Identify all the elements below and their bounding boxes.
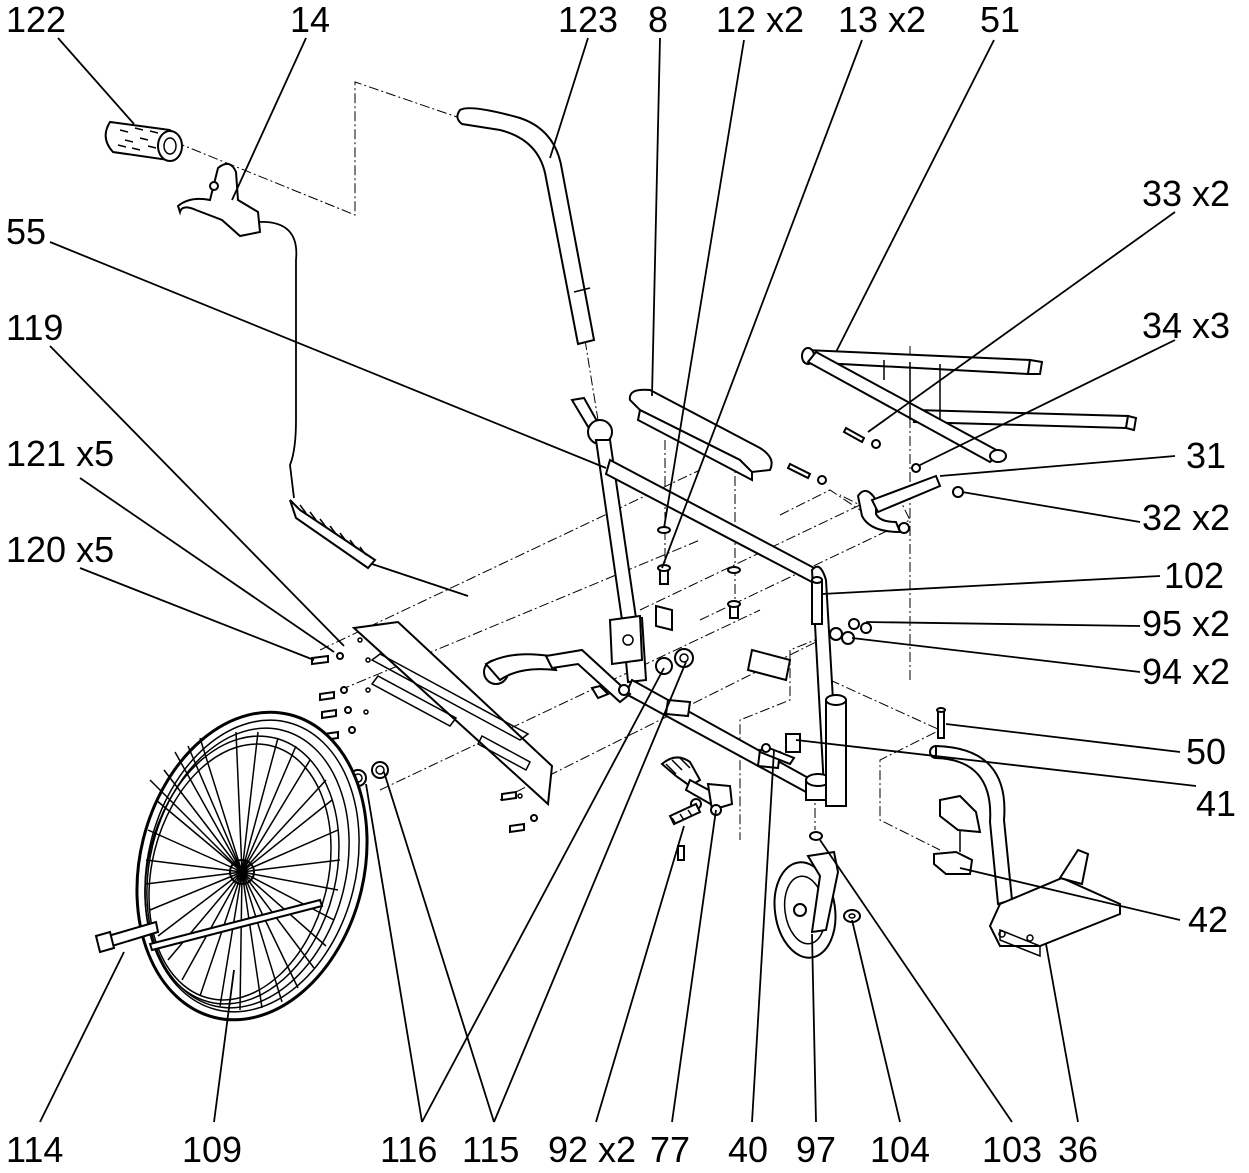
part-label-104: 104 bbox=[870, 1129, 930, 1170]
clamp-part bbox=[933, 794, 982, 875]
part-label-32: 32 x2 bbox=[1142, 497, 1230, 538]
footrest-part bbox=[929, 744, 1121, 958]
part-number-labels: 122 14 123 8 12 x2 13 x2 51 33 x2 55 34 … bbox=[6, 0, 1236, 1170]
part-label-12: 12 x2 bbox=[716, 0, 804, 40]
part-label-116: 116 bbox=[380, 1129, 437, 1170]
part-label-103: 103 bbox=[982, 1129, 1042, 1170]
wheel-lock-part bbox=[660, 756, 734, 861]
clip-part bbox=[785, 733, 801, 753]
part-label-14: 14 bbox=[290, 0, 330, 40]
part-label-94: 94 x2 bbox=[1142, 651, 1230, 692]
part-label-120: 120 x5 bbox=[6, 529, 114, 570]
part-label-36: 36 bbox=[1058, 1129, 1098, 1170]
rear-wheel-part bbox=[135, 710, 369, 1022]
part-label-114: 114 bbox=[6, 1129, 63, 1170]
cross-bracket-part bbox=[856, 474, 964, 534]
part-label-109: 109 bbox=[182, 1129, 242, 1170]
part-label-42: 42 bbox=[1188, 899, 1228, 940]
caster-wheel-part bbox=[773, 831, 840, 959]
part-label-40: 40 bbox=[728, 1129, 768, 1170]
brace-bolts-part bbox=[786, 426, 921, 485]
part-label-31: 31 bbox=[1186, 435, 1226, 476]
part-label-8: 8 bbox=[648, 0, 668, 40]
bolt-part bbox=[758, 743, 796, 766]
caster-tube-part bbox=[825, 694, 847, 807]
part-label-34: 34 x3 bbox=[1142, 305, 1230, 346]
hand-grip-part bbox=[104, 120, 183, 162]
part-label-50: 50 bbox=[1186, 731, 1226, 772]
armrest-screws-part bbox=[657, 526, 741, 619]
cross-brace-part bbox=[801, 347, 1138, 464]
part-label-123: 123 bbox=[558, 0, 618, 40]
part-label-77: 77 bbox=[650, 1129, 690, 1170]
part-label-92: 92 x2 bbox=[548, 1129, 636, 1170]
part-label-121: 121 x5 bbox=[6, 433, 114, 474]
part-label-119: 119 bbox=[6, 307, 63, 348]
part-label-102: 102 bbox=[1164, 555, 1224, 596]
part-label-51: 51 bbox=[980, 0, 1020, 40]
side-plate-part bbox=[351, 620, 554, 807]
brake-lever-part bbox=[176, 162, 469, 597]
footrest-hanger-part bbox=[483, 648, 632, 704]
part-label-33: 33 x2 bbox=[1142, 173, 1230, 214]
pin-part bbox=[811, 576, 823, 625]
part-label-97: 97 bbox=[796, 1129, 836, 1170]
nut-washer-part bbox=[829, 618, 872, 645]
main-side-frame-part bbox=[570, 396, 840, 801]
part-label-13: 13 x2 bbox=[838, 0, 926, 40]
part-label-115: 115 bbox=[462, 1129, 519, 1170]
armrest-pad-part bbox=[628, 388, 773, 482]
part-label-95: 95 x2 bbox=[1142, 603, 1230, 644]
leader-lines bbox=[39, 37, 1197, 1123]
push-handle-part bbox=[456, 107, 596, 346]
part-label-122: 122 bbox=[6, 0, 66, 40]
part-label-41: 41 bbox=[1196, 783, 1236, 824]
screw-part bbox=[936, 707, 946, 739]
part-label-55: 55 bbox=[6, 211, 46, 252]
axle-bolt-part bbox=[94, 920, 160, 954]
